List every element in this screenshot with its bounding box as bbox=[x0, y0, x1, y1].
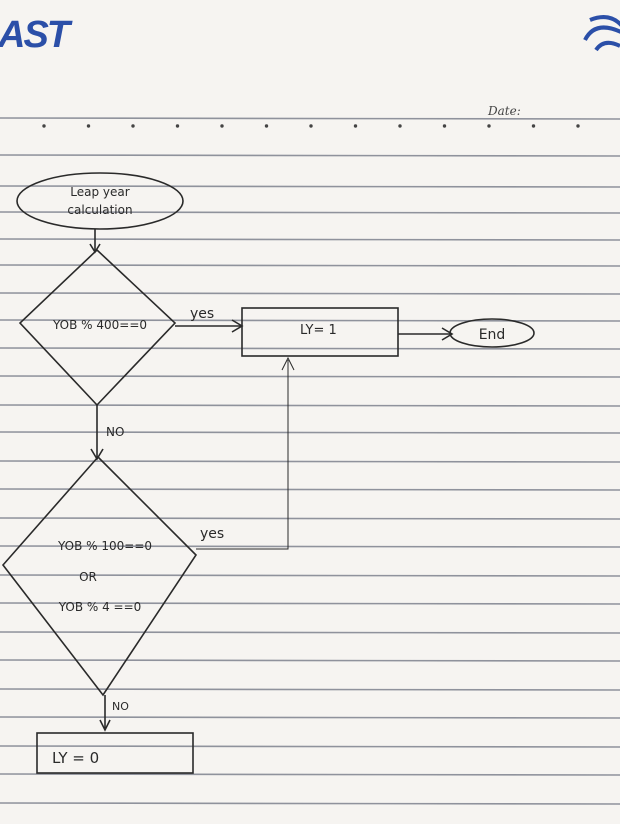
decision-100-or-4 bbox=[1, 455, 198, 697]
margin-dot bbox=[531, 124, 536, 128]
rule-line bbox=[0, 154, 620, 157]
decision2-label-line2: OR bbox=[79, 570, 97, 584]
rule-line bbox=[0, 574, 620, 577]
end-terminal bbox=[449, 318, 535, 348]
rule-line bbox=[0, 659, 620, 662]
decision1-no-label: NO bbox=[106, 425, 124, 439]
start-terminal bbox=[16, 172, 184, 230]
start-label-line1: Leap year bbox=[70, 185, 129, 199]
margin-dot bbox=[264, 124, 269, 128]
rule-line bbox=[0, 117, 620, 120]
margin-dot bbox=[131, 124, 135, 128]
margin-dot bbox=[353, 124, 358, 128]
rule-line bbox=[0, 185, 620, 188]
margin-dot bbox=[42, 124, 46, 128]
rule-line bbox=[0, 292, 620, 295]
rule-line bbox=[0, 716, 620, 719]
margin-dot bbox=[86, 124, 91, 128]
margin-dot bbox=[442, 124, 447, 128]
decision1-label: YOB % 400==0 bbox=[52, 318, 147, 332]
rule-line bbox=[0, 264, 620, 267]
result-true-label: LY= 1 bbox=[300, 323, 337, 338]
decision1-yes-label: yes bbox=[190, 306, 214, 322]
rule-line bbox=[0, 375, 620, 378]
rule-line bbox=[0, 602, 620, 605]
margin-dot bbox=[309, 124, 313, 128]
rule-line bbox=[0, 460, 620, 463]
end-label: End bbox=[479, 327, 506, 343]
rule-line bbox=[0, 745, 620, 748]
result-false-label: LY = 0 bbox=[52, 749, 99, 767]
margin-dot bbox=[220, 124, 224, 128]
rule-line bbox=[0, 545, 620, 548]
rule-line bbox=[0, 773, 620, 776]
decision2-yes-label: yes bbox=[200, 526, 224, 542]
rule-line bbox=[0, 631, 620, 634]
result-true-box bbox=[241, 307, 399, 357]
date-label: Date: bbox=[488, 104, 521, 118]
rule-line bbox=[0, 488, 620, 491]
start-label-line2: calculation bbox=[67, 203, 132, 217]
rule-line bbox=[0, 517, 620, 520]
result-false-box bbox=[36, 732, 194, 774]
rule-line bbox=[0, 431, 620, 434]
margin-dot bbox=[175, 124, 180, 128]
margin-dot bbox=[398, 124, 402, 128]
rule-line bbox=[0, 238, 620, 241]
margin-dot bbox=[487, 124, 491, 128]
flow-arrow-yes-2 bbox=[196, 360, 289, 550]
rule-line bbox=[0, 688, 620, 691]
rule-line bbox=[0, 802, 620, 805]
rule-line bbox=[0, 211, 620, 214]
decision2-label-line1: YOB % 100==0 bbox=[57, 539, 152, 553]
margin-dot bbox=[576, 124, 580, 128]
rule-line bbox=[0, 404, 620, 407]
rule-line bbox=[0, 347, 620, 350]
decision2-label-line3: YOB % 4 ==0 bbox=[58, 600, 142, 614]
decision2-no-label: NO bbox=[112, 700, 129, 713]
brand-logo: AST bbox=[0, 14, 70, 56]
